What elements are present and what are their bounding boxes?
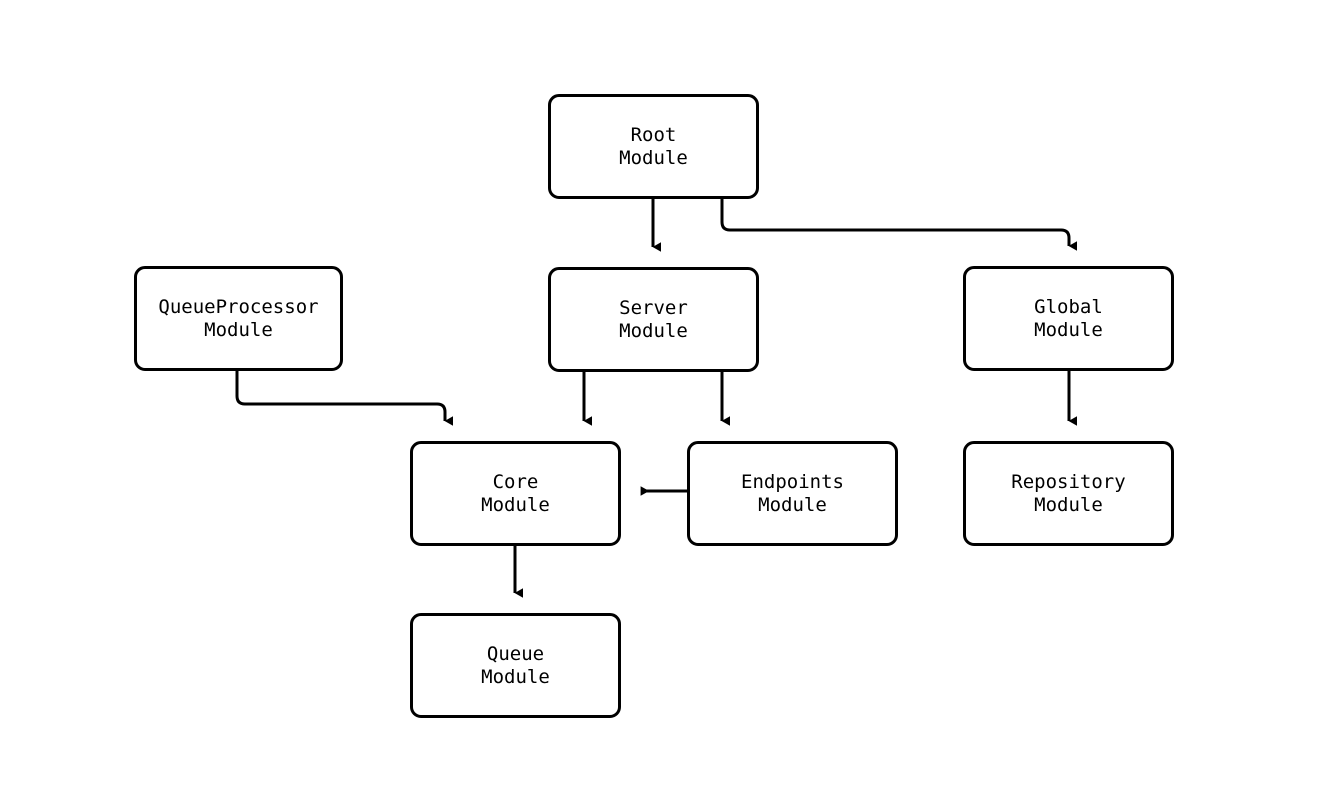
node-server-module-label: Server Module — [619, 296, 688, 342]
node-endpoints-module[interactable]: Endpoints Module — [687, 441, 898, 546]
node-queue-module-label: Queue Module — [481, 642, 550, 688]
node-global-module[interactable]: Global Module — [963, 266, 1174, 371]
edge-queueprocessor-to-core — [235, 371, 454, 426]
node-root-module-label: Root Module — [619, 123, 688, 169]
node-server-module[interactable]: Server Module — [548, 267, 759, 372]
node-core-module-label: Core Module — [481, 470, 550, 516]
node-core-module[interactable]: Core Module — [410, 441, 621, 546]
edge-root-to-global — [720, 199, 1078, 251]
node-queue-module[interactable]: Queue Module — [410, 613, 621, 718]
node-repository-module[interactable]: Repository Module — [963, 441, 1174, 546]
node-repository-module-label: Repository Module — [1011, 470, 1126, 516]
node-global-module-label: Global Module — [1034, 295, 1103, 341]
node-queueprocessor-module-label: QueueProcessor Module — [158, 295, 319, 341]
node-endpoints-module-label: Endpoints Module — [741, 470, 844, 516]
node-root-module[interactable]: Root Module — [548, 94, 759, 199]
node-queueprocessor-module[interactable]: QueueProcessor Module — [134, 266, 343, 371]
